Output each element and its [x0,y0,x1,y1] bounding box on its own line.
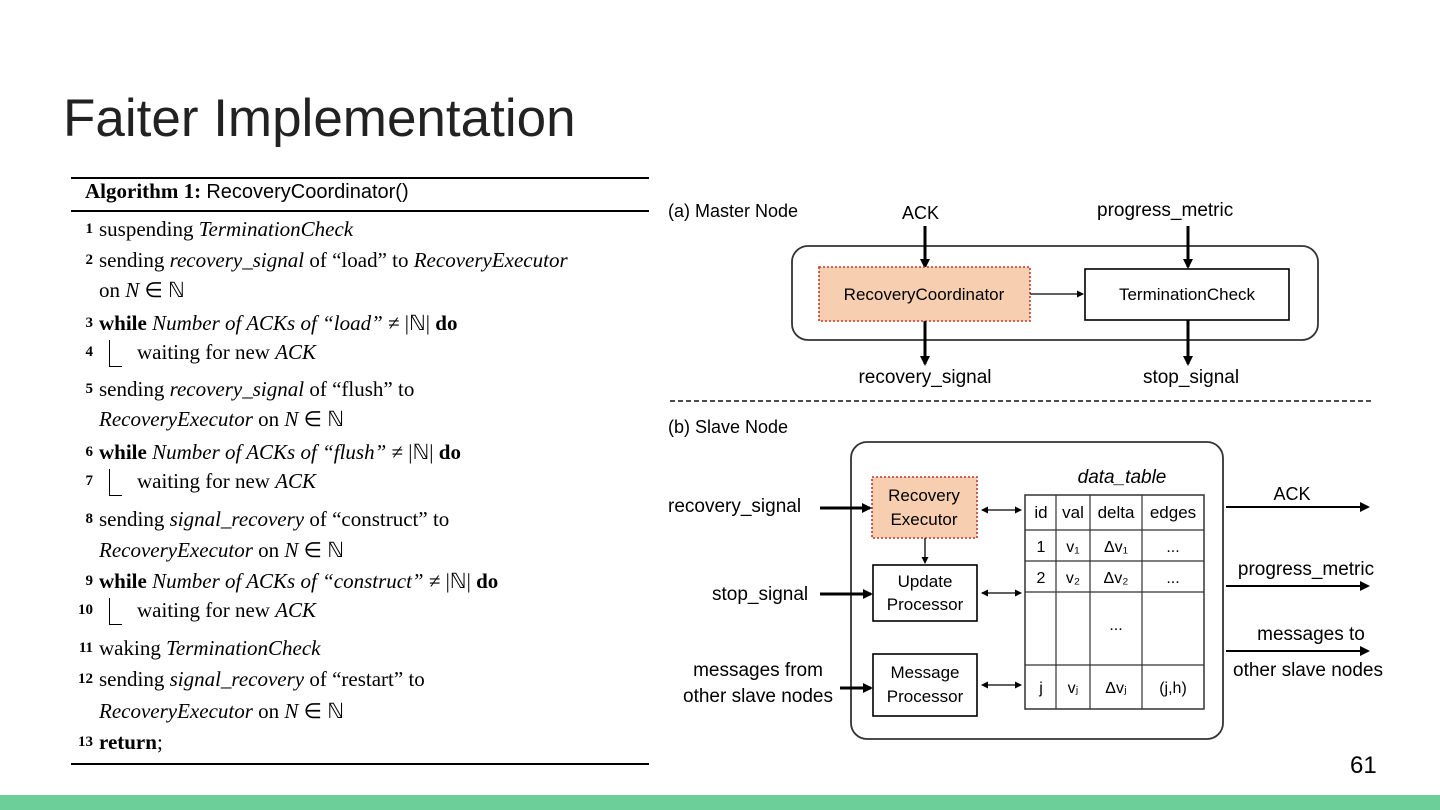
master-recovery-signal-label: recovery_signal [858,367,991,388]
table-cell: v₂ [1066,570,1080,587]
message-processor-label-1: Message [891,663,960,682]
line-number: 9 [85,573,94,589]
slave-out-progress-metric-label: progress_metric [1238,559,1374,580]
table-cell: Δvⱼ [1105,680,1126,697]
line-text: while Number of ACKs of “load” ≠ |ℕ| do [99,311,458,335]
table-cell: ... [1109,617,1122,634]
line-number: 13 [78,734,93,750]
master-node-label: (a) Master Node [668,201,798,221]
line-number: 12 [78,671,93,687]
data-table: id val delta edges 1 v₁ Δv₁ ... 2 v₂ Δv₂… [1024,494,1205,710]
slave-out-messages-label-1: messages to [1257,624,1365,645]
line-number: 7 [85,473,94,489]
recovery-coordinator-box [818,266,1031,322]
line-number: 8 [85,511,94,527]
slide-title: Faiter Implementation [63,89,576,148]
line-number: 3 [85,315,94,331]
algorithm-line-12-cont: RecoveryExecutor on N ∈ ℕ [99,699,345,723]
line-text: waking TerminationCheck [99,636,321,660]
line-text: sending recovery_signal of “load” to Rec… [99,248,568,272]
slave-in-messages-label-2: other slave nodes [683,686,833,707]
master-ack-label: ACK [902,203,939,223]
table-cell: Δv₁ [1104,539,1128,556]
line-number: 11 [78,640,93,656]
line-text: sending recovery_signal of “flush” to [99,377,415,401]
table-cell: ... [1166,539,1179,556]
algorithm-header: Algorithm 1: RecoveryCoordinator() [85,179,409,204]
master-stop-signal-label: stop_signal [1143,367,1239,388]
algorithm-line-8-cont: RecoveryExecutor on N ∈ ℕ [99,538,345,562]
table-cell: 1 [1037,539,1046,556]
line-number: 6 [85,444,94,460]
algorithm-label: Algorithm 1: [85,179,202,203]
system-diagram: (a) Master Node ACK progress_metric Reco… [668,200,1383,740]
recovery-executor-box [871,476,978,539]
line-number: 4 [85,344,94,360]
recovery-coordinator-label: RecoveryCoordinator [844,285,1005,304]
algorithm-header-rule [71,210,649,212]
slave-in-stop-signal-label: stop_signal [712,584,808,605]
line-text: while Number of ACKs of “flush” ≠ |ℕ| do [99,440,461,464]
algorithm-bottom-rule [71,763,649,765]
table-cell: v₁ [1066,539,1079,556]
line-text: return; [99,730,163,754]
table-cell: (j,h) [1159,680,1187,697]
table-header-val: val [1062,503,1084,522]
message-processor-label-2: Processor [887,687,964,706]
slave-node-box [850,441,1224,740]
line-text: sending signal_recovery of “restart” to [99,667,425,691]
slave-in-recovery-signal-label: recovery_signal [668,496,801,517]
update-processor-label-2: Processor [887,595,964,614]
line-text: waiting for new ACK [137,469,317,493]
table-cell: vⱼ [1068,680,1079,697]
line-number: 10 [78,602,93,618]
termination-check-box [1084,268,1290,321]
update-processor-box [872,564,978,622]
algorithm-box: Algorithm 1: RecoveryCoordinator() 1 sus… [71,177,649,767]
indent-bracket [109,598,122,625]
table-cell: Δv₂ [1104,570,1129,587]
algorithm-line-2-cont: on N ∈ ℕ [99,278,185,302]
line-text: sending signal_recovery of “construct” t… [99,507,450,531]
line-text: waiting for new ACK [137,340,317,364]
algorithm-line-5-cont: RecoveryExecutor on N ∈ ℕ [99,407,345,431]
line-number: 5 [85,381,94,397]
table-header-id: id [1034,503,1047,522]
line-number: 2 [85,252,94,268]
footer-bar [0,795,1440,810]
data-table-title: data_table [1078,467,1167,488]
line-text: suspending TerminationCheck [99,217,354,241]
slave-in-messages-label-1: messages from [693,660,823,681]
table-cell: 2 [1037,570,1046,587]
table-cell: ... [1166,570,1179,587]
slave-out-ack-label: ACK [1273,484,1310,504]
table-header-edges: edges [1150,503,1196,522]
master-progress-metric-label: progress_metric [1097,200,1233,221]
slave-node-label: (b) Slave Node [668,417,788,437]
algorithm-top-rule [71,177,649,179]
line-text: waiting for new ACK [137,598,317,622]
table-header-delta: delta [1098,503,1135,522]
algorithm-name: RecoveryCoordinator() [206,181,409,203]
slave-out-messages-label-2: other slave nodes [1233,660,1383,681]
master-node-box [791,245,1319,341]
update-processor-label-1: Update [898,572,953,591]
indent-bracket [109,469,122,496]
recovery-executor-label-1: Recovery [888,486,960,505]
message-processor-box [872,653,978,717]
table-cell: j [1038,680,1043,697]
page-number: 61 [1350,752,1377,779]
line-number: 1 [85,221,94,237]
recovery-executor-label-2: Executor [890,510,957,529]
indent-bracket [109,340,122,367]
line-text: while Number of ACKs of “construct” ≠ |ℕ… [99,569,499,593]
termination-check-label: TerminationCheck [1119,285,1256,304]
